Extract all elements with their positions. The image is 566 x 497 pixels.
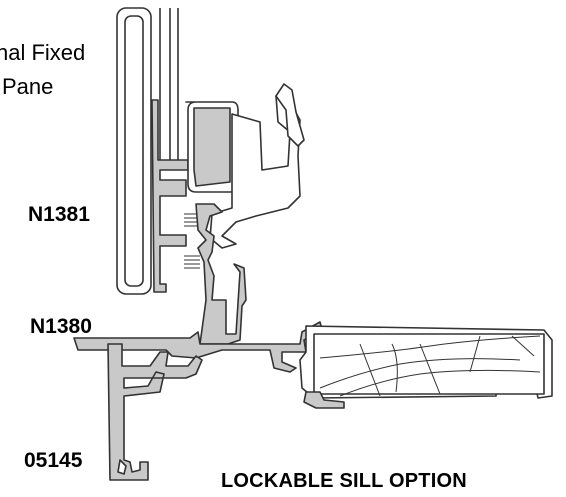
fixed-pane-label-line2: Pane: [2, 74, 54, 99]
interlock-profile: [195, 203, 247, 345]
timber-grain: [319, 335, 541, 397]
timber-sill-inner: [313, 333, 545, 395]
part-code-05145: 05145: [24, 449, 83, 472]
part-code-n1381: N1381: [28, 203, 90, 226]
profile-05145-notch: [117, 459, 127, 475]
diagram-caption: LOCKABLE SILL OPTION: [221, 470, 467, 492]
glass-pane-inner: [124, 15, 144, 287]
profile-n1380: [73, 321, 323, 373]
sash-hook: [275, 83, 305, 147]
weather-strip-brush: [184, 213, 200, 269]
glazing-bead-inner: [193, 107, 231, 187]
part-code-n1380: N1380: [30, 315, 92, 338]
timber-sill-lip: [303, 391, 345, 409]
fixed-pane-label-line1: nal Fixed: [0, 40, 86, 65]
sash-profile: [209, 91, 301, 249]
profile-05145: [107, 343, 203, 481]
